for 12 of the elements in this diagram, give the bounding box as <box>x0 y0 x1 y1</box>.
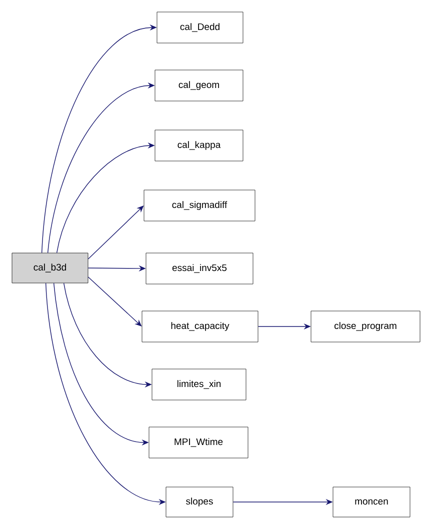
function-box: cal_sigmadiff <box>144 190 256 222</box>
function-box: slopes <box>166 486 234 518</box>
function-box: heat_capacity <box>142 310 258 342</box>
function-box: moncen <box>332 486 410 518</box>
function-box: MPI_Wtime <box>148 426 248 458</box>
function-box: cal_b3d <box>12 252 88 284</box>
function-box: cal_kappa <box>154 130 244 162</box>
function-box: close_program <box>310 310 420 342</box>
function-box: essai_inv5x5 <box>146 252 254 284</box>
function-box: limites_xin <box>152 368 246 400</box>
function-box: cal_geom <box>154 70 244 102</box>
function-box: cal_Dedd <box>156 12 244 44</box>
